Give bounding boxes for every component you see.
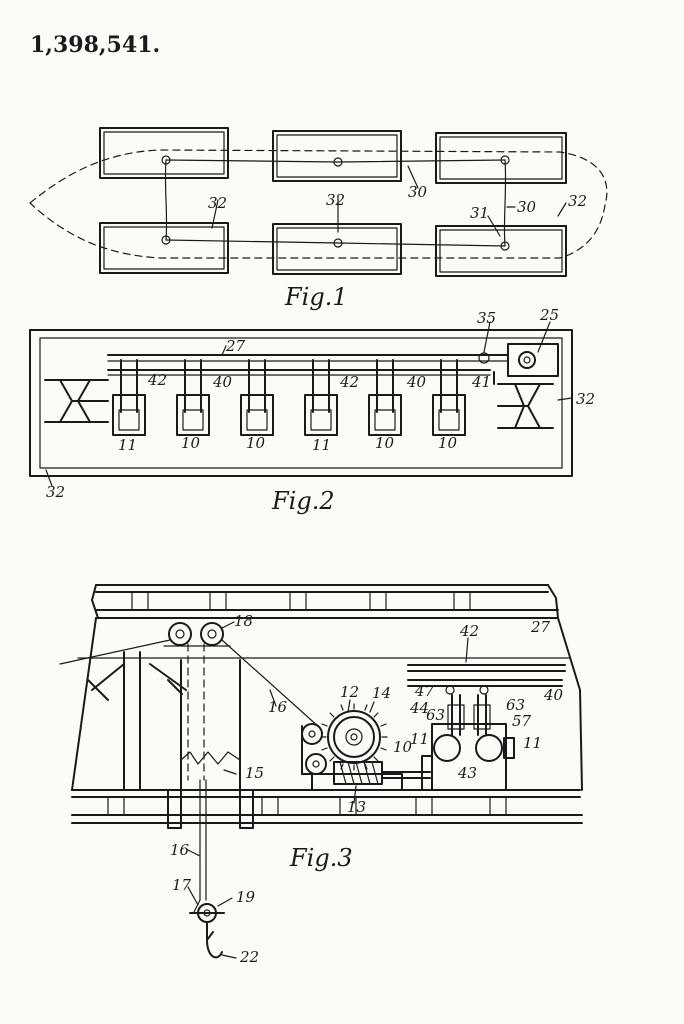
pontoon-top-left (99, 127, 229, 179)
fig2-label-35: 35 (477, 309, 496, 327)
figure-2: 35 25 27 42 40 42 40 41 32 11 10 10 11 1… (29, 306, 595, 515)
fig1-caption: Fig.1 (284, 283, 348, 311)
fig3-label-13: 13 (347, 798, 366, 816)
cable-16 (221, 639, 321, 729)
winch-unit-5 (368, 359, 402, 436)
fig3-label-63b: 63 (506, 696, 525, 714)
winch-unit-2 (176, 359, 210, 436)
fig1-label-31: 31 (470, 204, 489, 222)
winch-unit-4 (304, 359, 338, 436)
fig1-label-32a: 32 (208, 194, 227, 212)
cable-right (503, 159, 507, 247)
fig2-label-11a: 11 (118, 436, 137, 454)
winch-unit-6 (432, 359, 466, 436)
fig3-label-12: 12 (340, 683, 359, 701)
fig2-label-10c: 10 (375, 434, 395, 452)
pontoon-bottom-middle (272, 223, 402, 275)
fig3-label-27: 27 (530, 618, 551, 636)
upper-deck (95, 584, 559, 619)
fig3-label-42: 42 (459, 622, 479, 640)
drum-11-right (475, 734, 503, 762)
fig2-label-40b: 40 (406, 373, 427, 391)
fig2-label-10d: 10 (438, 434, 458, 452)
fig2-label-32-left: 32 (46, 483, 65, 501)
fig2-label-42b: 42 (339, 373, 359, 391)
coupling (478, 352, 490, 364)
fig3-label-10: 10 (393, 738, 413, 756)
cable-bottom (165, 239, 506, 247)
fig3-label-18: 18 (234, 612, 253, 630)
cable-left (164, 159, 168, 241)
fig2-label-25: 25 (539, 306, 559, 324)
winch-unit-1 (112, 359, 146, 436)
fig3-caption: Fig.3 (289, 844, 353, 872)
fig3-label-14: 14 (372, 684, 391, 702)
shaft-27 (407, 664, 566, 672)
fig1-label-30a: 30 (408, 183, 428, 201)
cable-top (165, 159, 506, 163)
fig3-label-40: 40 (543, 686, 564, 704)
fig3-label-63a: 63 (426, 706, 445, 724)
deck-inner (39, 337, 563, 469)
fig2-caption: Fig.2 (271, 487, 335, 515)
hull-outline (29, 149, 608, 259)
winch-unit-3 (240, 359, 274, 436)
fig2-label-41: 41 (471, 373, 491, 391)
fig2-label-10b: 10 (246, 434, 266, 452)
fig3-label-16a: 16 (268, 698, 288, 716)
fig3-label-11a: 11 (410, 730, 429, 748)
fig3-label-47: 47 (414, 682, 435, 700)
fig1-label-32b: 32 (326, 191, 345, 209)
sheave-left (168, 622, 192, 646)
hook-22 (206, 921, 223, 959)
fig3-label-11b: 11 (523, 734, 542, 752)
fork-left (44, 379, 109, 423)
fig2-label-27: 27 (225, 337, 246, 355)
fig3-label-44: 44 (409, 699, 429, 717)
figure-1: 32 32 30 31 30 32 Fig.1 (29, 127, 608, 311)
sheave-right (200, 622, 224, 646)
fig3-label-15: 15 (245, 764, 264, 782)
fig3-label-57: 57 (512, 712, 532, 730)
fig2-label-10a: 10 (181, 434, 201, 452)
fig3-label-16b: 16 (170, 841, 190, 859)
fig3-label-17: 17 (172, 876, 192, 894)
fig1-label-30b: 30 (517, 198, 537, 216)
fig2-label-32-right: 32 (576, 390, 595, 408)
pontoon-bottom-left (99, 222, 229, 274)
figure-3: 18 42 27 16 12 14 47 44 63 63 57 40 10 1… (59, 584, 583, 966)
fig2-label-11b: 11 (312, 436, 331, 454)
pontoon-top-right (435, 132, 567, 184)
deck-outer (29, 329, 573, 477)
drum-11-left (433, 734, 461, 762)
fig3-label-22: 22 (239, 948, 259, 966)
gear-14 (327, 710, 381, 764)
motor-box (507, 343, 559, 377)
fig3-label-43: 43 (457, 764, 477, 782)
pontoon-top-middle (272, 130, 402, 182)
pontoon-bottom-right (435, 225, 567, 277)
fork-right (497, 383, 554, 429)
patent-number: 1,398,541. (30, 32, 160, 58)
truss (87, 651, 187, 791)
fig1-label-32c: 32 (568, 192, 587, 210)
fig3-label-19: 19 (236, 888, 256, 906)
fig2-label-42a: 42 (147, 371, 167, 389)
fig2-label-40a: 40 (212, 373, 233, 391)
